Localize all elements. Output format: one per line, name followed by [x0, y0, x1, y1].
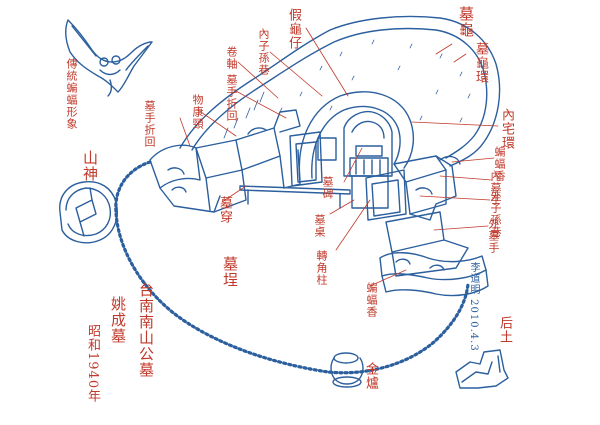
right-wing — [365, 155, 461, 221]
label-mu-shou-zhe-hui-top: 墓手折回 — [225, 74, 238, 122]
label-jin-lu: 金爐 — [363, 362, 378, 390]
label-shan-shen: 山神 — [81, 150, 99, 182]
label-wai-mu-shou: 外墓手 — [487, 218, 500, 254]
label-mu-gui-huan: 墓龜環 — [473, 42, 488, 84]
label-nei-zi-sun-xiang: 內子孫巷 — [257, 28, 270, 76]
label-mu-cheng: 墓埕 — [221, 256, 239, 288]
boundary-chain — [114, 160, 470, 375]
tomb-shell-outer — [179, 15, 501, 167]
label-jia-gui-zi: 假龜仔 — [286, 8, 301, 50]
golden-furnace — [330, 352, 364, 388]
label-bian-fu-xiang-right: 蝙蝠香 — [493, 146, 506, 182]
label-hou-tu: 后土 — [497, 316, 512, 344]
artist-signature: 李道明 2010.4.3 — [468, 262, 479, 352]
leader-lines — [179, 27, 499, 287]
label-bian-fu-xiang-bottom: 蝙蝠香 — [365, 282, 378, 318]
tomb-stele-drawing — [343, 110, 393, 209]
label-tainan-nanshan-cemetery: 台南南山公墓 — [137, 282, 155, 378]
tomb-mound — [223, 39, 471, 139]
label-zhuan-jiao-zhu: 轉角柱 — [315, 250, 328, 286]
left-wing — [149, 109, 323, 213]
label-mu-bei: 墓碑 — [321, 176, 334, 200]
label-wai-zi-sun-xiang: 外子孫巷 — [489, 190, 502, 238]
label-juan-zhou: 卷軸 — [225, 46, 238, 70]
bat-emblem — [65, 19, 153, 97]
label-yao-cheng-tomb: 姚成墓 — [109, 296, 127, 344]
label-mu-zhuo: 墓桌 — [313, 214, 326, 238]
label-showa-1940: 昭和1940年 — [85, 324, 100, 404]
tomb-table — [239, 185, 351, 209]
label-mu-chuan: 墓穿 — [217, 196, 232, 224]
label-wu-kang-jing: 物康頸 — [191, 94, 204, 130]
lower-right-platform — [379, 211, 489, 297]
label-mu-shou-zhe-hui-left: 墓手折回 — [143, 100, 156, 148]
earth-god-shrine — [455, 349, 509, 389]
label-nei-mu-shou: 內墓手 — [489, 170, 502, 206]
label-nei-zhai-huan: 內宅環 — [499, 108, 514, 150]
label-traditional-bat: 傳統蝙蝠形象 — [65, 58, 78, 130]
inner-ring — [298, 91, 415, 181]
label-mu-gui: 墓龜 — [457, 6, 475, 38]
mountain-god-shrine — [59, 181, 118, 244]
